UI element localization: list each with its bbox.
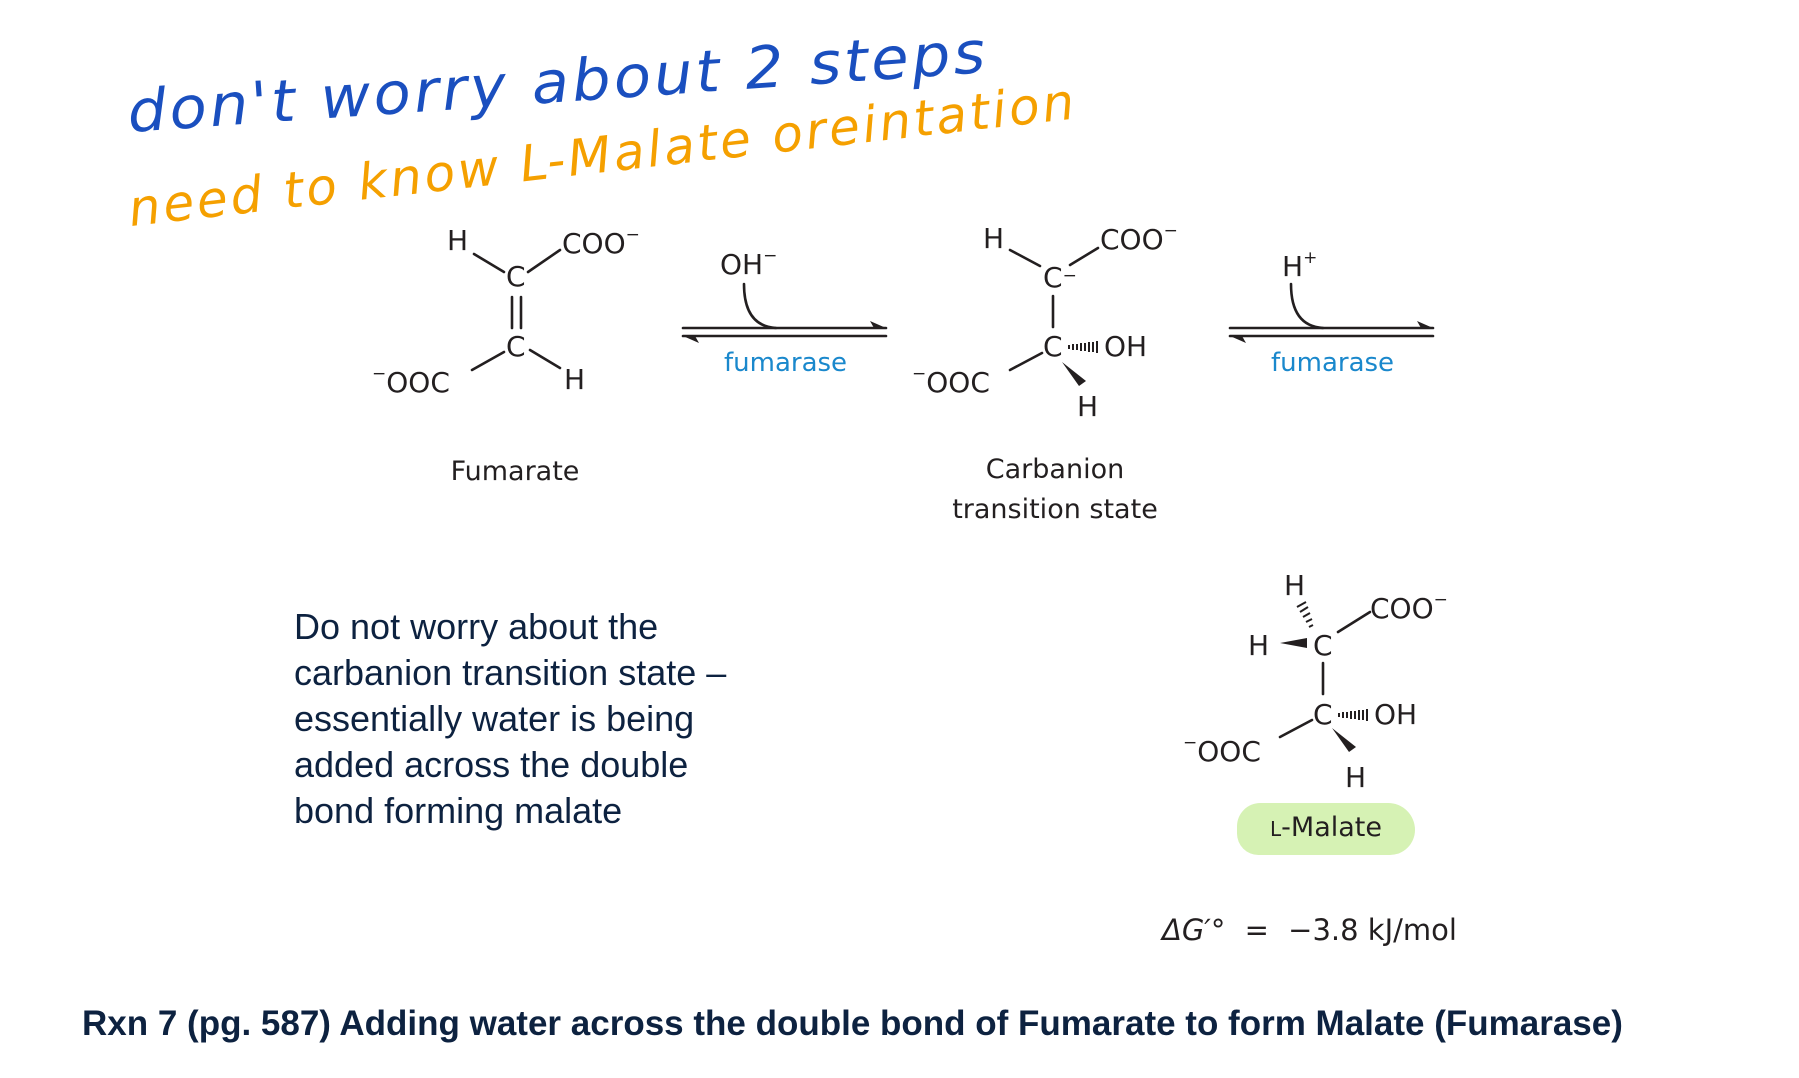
fumarate-ooc-bottom: −OOC bbox=[372, 366, 450, 397]
intermediate-label-line2: transition state bbox=[952, 494, 1158, 525]
charge-minus: − bbox=[625, 225, 640, 245]
charge-plus: + bbox=[1303, 248, 1318, 268]
malate-c-bottom: C bbox=[1313, 698, 1333, 731]
malate-label-rest: -Malate bbox=[1281, 812, 1382, 843]
intermediate-label-line1: Carbanion bbox=[985, 454, 1125, 485]
note-line: bond forming malate bbox=[294, 790, 623, 831]
bond-c-coo-fumarate bbox=[526, 248, 562, 274]
note-line: essentially water is being bbox=[294, 698, 695, 739]
charge-minus: − bbox=[1163, 221, 1178, 241]
charge-minus: − bbox=[1433, 590, 1448, 610]
intermediate-label: Carbanion transition state bbox=[930, 450, 1180, 530]
oh-label: OH bbox=[720, 248, 764, 281]
coo-label: COO bbox=[1100, 223, 1164, 256]
malate-label-prefix: L bbox=[1270, 817, 1282, 841]
fumarate-c-bottom: C bbox=[506, 330, 526, 363]
intermediate-c-top: C− bbox=[1043, 264, 1077, 292]
fumarate-coo-top: COO− bbox=[562, 227, 640, 258]
ooc-label: OOC bbox=[386, 366, 450, 399]
arrow1-reagent: OH− bbox=[720, 248, 777, 279]
explanation-note: Do not worry about the carbanion transit… bbox=[294, 604, 726, 834]
intermediate-h-top: H bbox=[983, 222, 1005, 255]
fumarate-h-top: H bbox=[447, 224, 469, 257]
bond-h-c-fumarate bbox=[472, 252, 506, 274]
ooc-label: OOC bbox=[926, 366, 990, 399]
delta-g-value: −3.8 kJ/mol bbox=[1288, 913, 1457, 947]
malate-h-top: H bbox=[1284, 569, 1306, 602]
charge-minus: − bbox=[372, 364, 387, 384]
ooc-label: OOC bbox=[1197, 735, 1261, 768]
delta-g-equals: = bbox=[1244, 913, 1269, 947]
fumarate-label: Fumarate bbox=[450, 456, 580, 487]
intermediate-oh: OH bbox=[1104, 330, 1148, 363]
note-line: added across the double bbox=[294, 744, 689, 785]
intermediate-h-bottom: H bbox=[1077, 390, 1099, 423]
malate-coo-top: COO− bbox=[1370, 592, 1448, 623]
arrow2-enzyme-label: fumarase bbox=[1271, 348, 1395, 378]
charge-minus: − bbox=[1062, 266, 1077, 286]
malate-ooc-bottom: −OOC bbox=[1183, 735, 1261, 766]
note-line: carbanion transition state – bbox=[294, 652, 727, 693]
bond-ooc-c-fumarate bbox=[470, 350, 506, 372]
charge-minus: − bbox=[912, 364, 927, 384]
fumarate-h-bottom: H bbox=[564, 363, 586, 396]
arrow1-enzyme-label: fumarase bbox=[724, 348, 848, 378]
delta-g-symbol: ΔG′° bbox=[1162, 913, 1226, 947]
malate-h-left: H bbox=[1248, 629, 1270, 662]
delta-g-equation: ΔG′° = −3.8 kJ/mol bbox=[1162, 916, 1457, 945]
coo-label: COO bbox=[1370, 592, 1434, 625]
bond-c-h-fumarate bbox=[528, 348, 562, 370]
charge-minus: − bbox=[1183, 733, 1198, 753]
intermediate-ooc-bottom: −OOC bbox=[912, 366, 990, 397]
intermediate-coo-top: COO− bbox=[1100, 223, 1178, 254]
coo-label: COO bbox=[562, 227, 626, 260]
h-label: H bbox=[1282, 250, 1304, 283]
arrow2-reagent: H+ bbox=[1282, 250, 1317, 281]
malate-c-top: C bbox=[1313, 629, 1333, 662]
c-label: C bbox=[1043, 261, 1063, 294]
malate-highlight bbox=[1237, 803, 1415, 855]
slide-caption: Rxn 7 (pg. 587) Adding water across the … bbox=[82, 1004, 1623, 1043]
charge-minus: − bbox=[763, 246, 778, 266]
fumarate-c-top: C bbox=[506, 260, 526, 293]
malate-h-bottom: H bbox=[1345, 761, 1367, 794]
malate-oh: OH bbox=[1374, 698, 1418, 731]
note-line: Do not worry about the bbox=[294, 606, 659, 647]
malate-label: L-Malate bbox=[1237, 808, 1415, 849]
intermediate-c-bottom: C bbox=[1043, 330, 1063, 363]
